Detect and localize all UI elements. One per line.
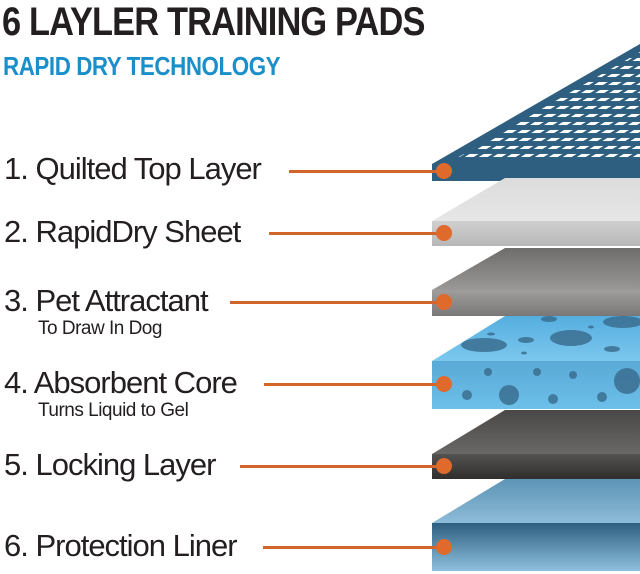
- callout-dot-3: [436, 294, 452, 310]
- page-subtitle: RAPID DRY TECHNOLOGY: [3, 51, 281, 81]
- layer-3-label: 3. Pet Attractant: [4, 283, 209, 318]
- leader-line-1: [289, 170, 444, 173]
- layer-4-label: 4. Absorbent Core: [4, 365, 238, 400]
- layer-6-protection-liner: [432, 479, 640, 571]
- callout-dot-5: [436, 458, 452, 474]
- leader-line-5: [240, 465, 444, 468]
- layer-2-label: 2. RapidDry Sheet: [4, 214, 241, 249]
- callout-dot-4: [436, 376, 452, 392]
- layer-1-quilted-top: [432, 44, 640, 181]
- page-title: 6 LAYLER TRAINING PADS: [2, 0, 425, 44]
- leader-line-3: [230, 301, 444, 304]
- layer-6-label: 6. Protection Liner: [4, 528, 238, 563]
- layer-3-pet-attractant: [432, 248, 640, 316]
- callout-dot-1: [436, 163, 452, 179]
- callout-dot-6: [436, 539, 452, 555]
- layer-1-label: 1. Quilted Top Layer: [4, 151, 262, 186]
- leader-line-4: [264, 383, 444, 386]
- leader-line-2: [269, 232, 444, 235]
- layer-4-description: Turns Liquid to Gel: [38, 400, 189, 421]
- layer-5-label: 5. Locking Layer: [4, 447, 216, 482]
- layer-2-rapiddry-sheet: [432, 178, 640, 246]
- layer-4-absorbent-core: [432, 316, 640, 409]
- layer-5-locking-layer: [432, 410, 640, 479]
- leader-line-6: [263, 546, 444, 549]
- layer-3-description: To Draw In Dog: [38, 318, 162, 339]
- callout-dot-2: [436, 225, 452, 241]
